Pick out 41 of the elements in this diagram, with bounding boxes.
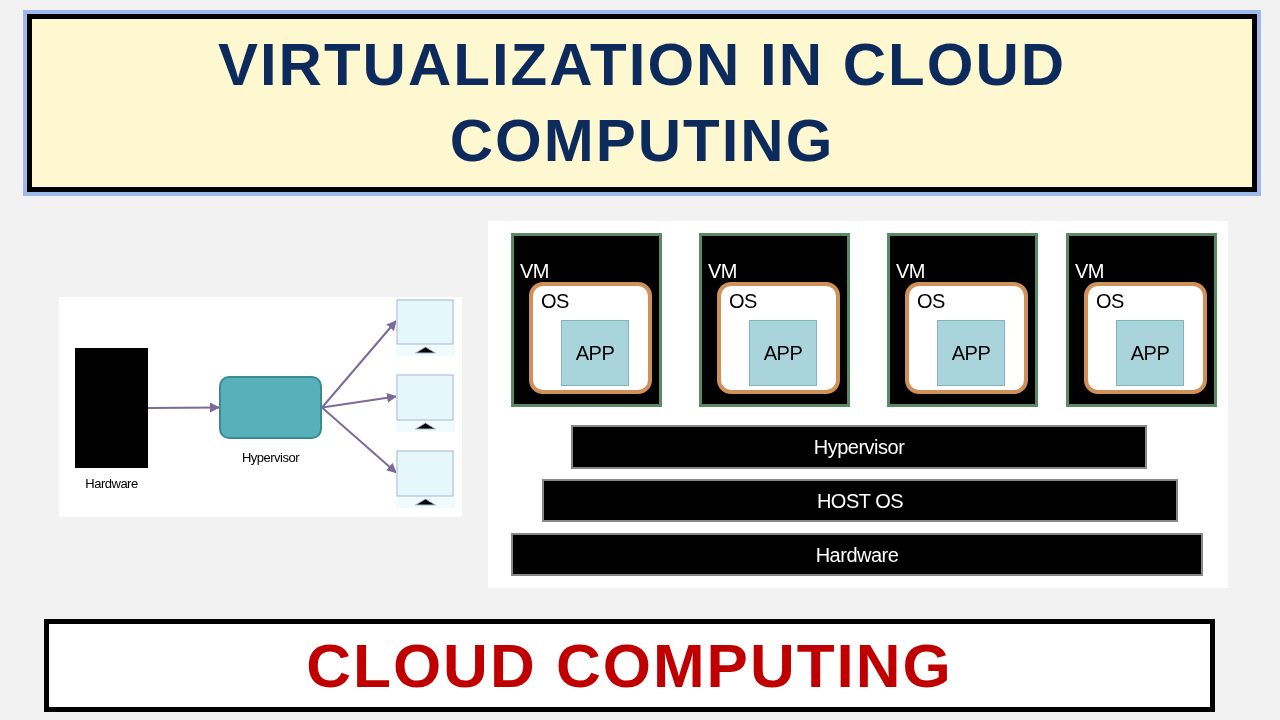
layer-bar (511, 533, 1203, 576)
os-box (529, 282, 652, 394)
node-label: APP (575, 341, 615, 365)
node-label: VM (1075, 260, 1104, 283)
monitor-icon (396, 374, 455, 432)
layer-bar (542, 479, 1178, 522)
node-label: VM (708, 260, 737, 283)
monitor-icon (396, 450, 455, 508)
node-label: APP (763, 341, 803, 365)
node-label: OS (917, 290, 945, 313)
node-label: Hardware (815, 543, 899, 566)
app-box (937, 320, 1005, 386)
node-label: Hypervisor (240, 450, 301, 465)
title-text: VIRTUALIZATION IN CLOUD COMPUTING (216, 30, 1068, 176)
vm-box (511, 233, 662, 407)
node-label: HOST OS (816, 489, 904, 512)
arrow (147, 402, 220, 413)
node-label: Hardware (84, 476, 139, 491)
node-label: OS (729, 290, 757, 313)
vm-box (699, 233, 850, 407)
app-box (561, 320, 629, 386)
monitor-icon (396, 299, 455, 356)
node-label: OS (1096, 290, 1124, 313)
node-label: OS (541, 290, 569, 313)
node-label: APP (1130, 341, 1170, 365)
arrow (321, 406, 397, 474)
os-box (717, 282, 840, 394)
node-label: Hypervisor (813, 435, 905, 459)
arrow (321, 320, 397, 409)
node-label: VM (520, 260, 549, 283)
layer-bar (571, 425, 1147, 469)
app-box (749, 320, 817, 386)
node-label: VM (896, 260, 925, 283)
vm-box (887, 233, 1038, 407)
caption-text: CLOUD COMPUTING (306, 630, 953, 701)
app-box (1116, 320, 1184, 386)
os-box (1084, 282, 1207, 394)
arrow (321, 392, 397, 409)
os-box (905, 282, 1028, 394)
node-label: APP (951, 341, 991, 365)
vm-box (1066, 233, 1217, 407)
